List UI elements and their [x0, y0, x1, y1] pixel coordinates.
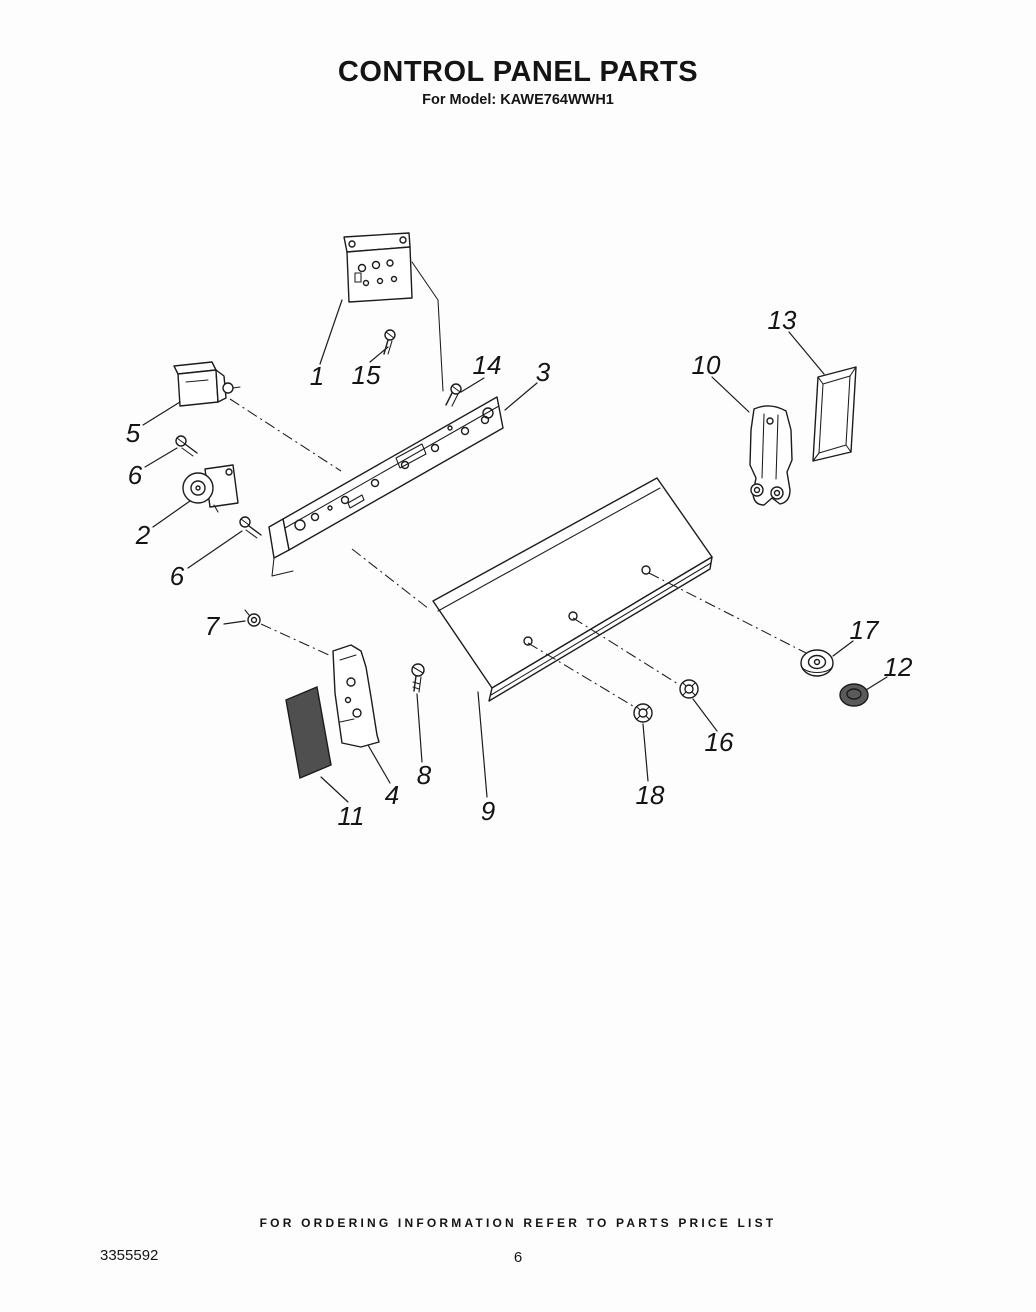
callout-part-13: 13: [768, 305, 797, 335]
part-18-push-nut: [633, 703, 653, 723]
callout-part-9: 9: [481, 796, 495, 826]
part-13-pad: [812, 366, 857, 462]
part-12-knob: [839, 683, 869, 707]
callouts: 1 15 14 3 13 10 5 6 2 6 7 17 12 16 4 8 1…: [126, 305, 913, 831]
part-7-clip: [244, 609, 261, 627]
part-8-screw: [411, 663, 425, 693]
part-5-switch: [173, 361, 241, 407]
page-number: 6: [513, 1249, 523, 1266]
ordering-note: FOR ORDERING INFORMATION REFER TO PARTS …: [259, 1216, 777, 1230]
callout-part-4: 4: [385, 780, 399, 810]
part-11-end-trim: [285, 686, 332, 779]
callout-part-6a: 6: [128, 460, 143, 490]
part-10-switch-housing: [749, 405, 793, 506]
knob-center-lines: [527, 572, 807, 707]
callout-part-14: 14: [473, 350, 502, 380]
page-title: CONTROL PANEL PARTS: [337, 56, 699, 88]
part-17-knob: [800, 649, 834, 677]
doc-number: 3355592: [100, 1247, 159, 1264]
part-15-screw: [383, 329, 396, 355]
part-6-screw-lower: [239, 516, 262, 539]
model-subtitle: For Model: KAWE764WWH1: [422, 92, 614, 108]
part-2-buzzer: [182, 464, 239, 513]
callout-part-18: 18: [636, 780, 665, 810]
callout-part-16: 16: [705, 727, 734, 757]
callout-part-6b: 6: [170, 561, 185, 591]
callout-part-17: 17: [850, 615, 880, 645]
leader-lines: [142, 299, 888, 803]
callout-part-10: 10: [692, 350, 721, 380]
part-4-end-bracket: [332, 644, 380, 748]
center-lines: [229, 398, 430, 657]
callout-part-15: 15: [352, 360, 381, 390]
callout-part-8: 8: [417, 760, 432, 790]
part-16-push-nut: [679, 679, 699, 699]
part-1-timer: [343, 232, 444, 392]
page-header: CONTROL PANEL PARTS For Model: KAWE764WW…: [0, 56, 1036, 108]
callout-part-3: 3: [536, 357, 551, 387]
callout-part-2: 2: [135, 520, 151, 550]
part-3-bracket-panel: [268, 396, 504, 577]
callout-part-7: 7: [205, 611, 221, 641]
callout-part-11: 11: [338, 801, 365, 831]
part-9-console-panel: [432, 477, 713, 702]
callout-part-1: 1: [310, 361, 324, 391]
part-14-screw: [445, 383, 462, 407]
callout-part-12: 12: [884, 652, 913, 682]
part-6-screw-upper: [175, 435, 198, 457]
callout-part-5: 5: [126, 418, 141, 448]
